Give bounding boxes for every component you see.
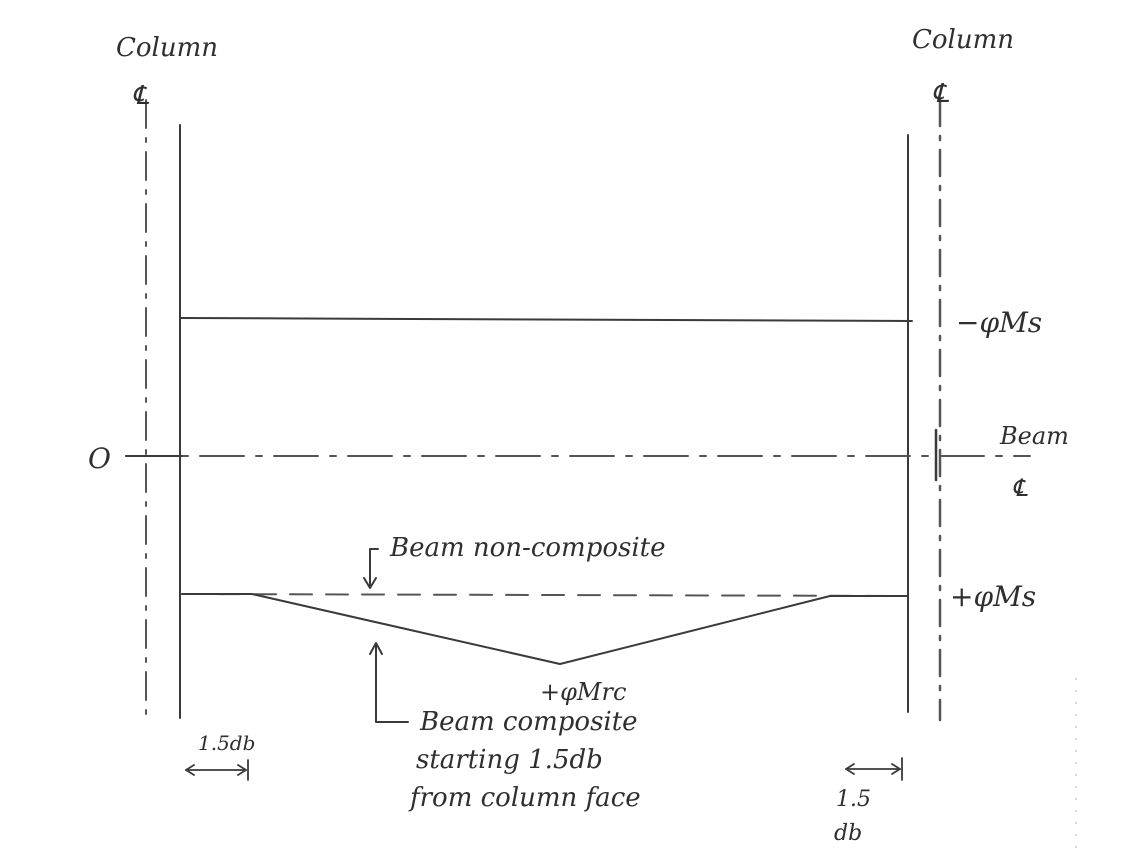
pos-moment-composite-label: +φMrc: [540, 678, 626, 706]
beam-cl-word: Beam: [999, 422, 1069, 450]
right-offset-unit: db: [834, 821, 862, 846]
noncomposite-arrow-stem: [369, 548, 379, 586]
left-offset-arrow-left: [185, 764, 195, 776]
left-centerline-symbol: ℄: [132, 81, 150, 111]
right-offset-arrow-left: [845, 763, 855, 775]
composite-label-line3: from column face: [408, 783, 641, 813]
right-offset-arrow-right: [891, 763, 901, 775]
noncomposite-arrowhead: [363, 577, 377, 589]
zero-label: O: [88, 442, 111, 475]
noncomposite-moment-line: [181, 593, 909, 597]
composite-arrow-stem: [375, 643, 409, 723]
composite-label-line2: starting 1.5db: [416, 745, 603, 775]
composite-arrowhead: [369, 642, 383, 655]
beam-cl-symbol: ℄: [1012, 474, 1028, 502]
right-offset-number: 1.5: [836, 787, 871, 812]
left-offset-arrow-right: [237, 764, 247, 776]
neg-moment-label: −φMs: [956, 306, 1042, 339]
composite-moment-profile: [181, 593, 909, 665]
pos-moment-label: +φMs: [950, 580, 1036, 613]
noncomposite-label: Beam non-composite: [389, 533, 666, 563]
right-centerline-symbol: ℄: [932, 79, 950, 109]
left-offset-label: 1.5db: [198, 731, 255, 755]
left-column-label: Column: [116, 33, 218, 63]
composite-label-line1: Beam composite: [419, 707, 638, 737]
right-column-label: Column: [912, 25, 1014, 55]
neg-moment-line: [179, 317, 913, 322]
